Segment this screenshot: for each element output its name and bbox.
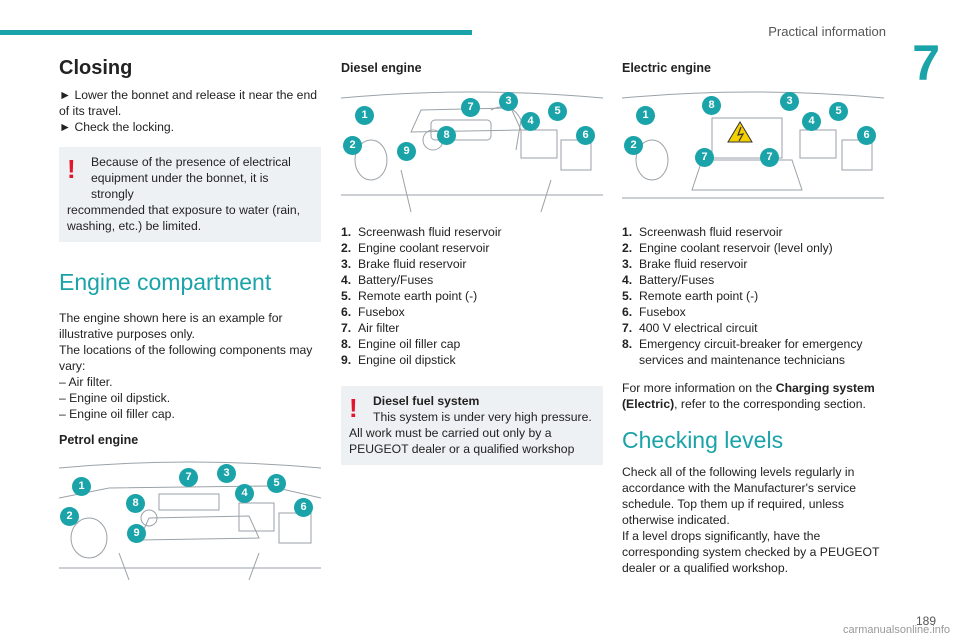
diesel-warning-box: ! Diesel fuel system This system is unde… [341,386,603,465]
watermark: carmanualsonline.info [842,624,950,636]
diesel-warning-line2: All work must be carried out only by a P… [349,426,575,456]
callout-9: 9 [397,142,416,161]
chapter-number: 7 [912,35,940,91]
checking-levels-p2: If a level drops significantly, have the… [622,529,880,575]
diesel-engine-title: Diesel engine [341,61,422,75]
callout-1: 1 [636,106,655,125]
callout-4: 4 [235,484,254,503]
engine-item-2: – Engine oil dipstick. [59,391,171,405]
callout-3: 3 [217,464,236,483]
checking-levels-p1: Check all of the following levels regula… [622,465,856,527]
legend-item: 7.Air filter [341,321,400,335]
callout-3: 3 [499,92,518,111]
column-right: Electric engine 1 2 3 4 5 6 7 7 8 1.Scre… [622,56,884,576]
electric-legend: 1.Screenwash fluid reservoir 2.Engine co… [622,224,884,368]
closing-step-2: ► Check the locking. [59,120,175,134]
callout-9: 9 [127,524,146,543]
callout-2: 2 [60,507,79,526]
legend-item: 8.Engine oil filler cap [341,337,461,351]
electric-engine-figure: 1 2 3 4 5 6 7 7 8 [622,90,884,212]
callout-7b: 7 [760,148,779,167]
callout-6: 6 [857,126,876,145]
engine-drawing [59,461,321,580]
legend-item: 1.Screenwash fluid reservoir [622,225,783,239]
legend-item: 9.Engine oil dipstick [341,353,456,367]
legend-item: 4.Battery/Fuses [341,273,434,287]
callout-8: 8 [702,96,721,115]
warning-exclamation-icon: ! [349,393,358,423]
warning-exclamation-icon: ! [67,154,76,184]
legend-item: 4.Battery/Fuses [622,273,715,287]
legend-item: 3.Brake fluid reservoir [341,257,467,271]
callout-8: 8 [437,126,456,145]
callout-7: 7 [179,468,198,487]
closing-title: Closing [59,57,133,79]
legend-item: 3.Brake fluid reservoir [622,257,748,271]
diesel-warning-heading: Diesel fuel system [373,394,480,408]
diesel-engine-figure: 1 2 3 4 5 6 7 8 9 [341,90,603,212]
callout-8: 8 [126,494,145,513]
callout-7: 7 [461,98,480,117]
petrol-engine-title: Petrol engine [59,433,139,447]
petrol-engine-figure: 1 2 3 4 5 6 7 8 9 [59,458,321,580]
engine-compartment-title: Engine compartment [59,269,272,295]
engine-drawing [622,91,884,199]
closing-warning-line2: recommended that exposure to water (rain… [67,203,301,233]
callout-4: 4 [802,112,821,131]
legend-item: 1.Screenwash fluid reservoir [341,225,502,239]
callout-6: 6 [294,498,313,517]
engine-item-3: – Engine oil filler cap. [59,407,175,421]
closing-warning-box: ! Because of the presence of electrical … [59,147,321,242]
closing-step-1: ► Lower the bonnet and release it near t… [59,88,318,118]
callout-1: 1 [72,477,91,496]
callout-5: 5 [548,102,567,121]
engine-intro-1: The engine shown here is an example for … [59,311,283,341]
callout-6: 6 [576,126,595,145]
callout-5: 5 [829,102,848,121]
legend-item: 8.Emergency circuit-breaker for emergenc… [622,337,863,367]
column-left: Closing ► Lower the bonnet and release i… [59,56,321,580]
callout-2: 2 [343,136,362,155]
diesel-legend: 1.Screenwash fluid reservoir 2.Engine co… [341,224,603,368]
checking-levels-title: Checking levels [622,427,784,453]
legend-item: 6.Fusebox [622,305,686,319]
engine-intro-2: The locations of the following component… [59,343,313,373]
callout-4: 4 [521,112,540,131]
legend-item: 6.Fusebox [341,305,405,319]
callout-2: 2 [624,136,643,155]
header-accent-bar [0,30,472,35]
engine-drawing [341,91,603,212]
callout-7a: 7 [695,148,714,167]
callout-5: 5 [267,474,286,493]
legend-item: 2.Engine coolant reservoir [341,241,490,255]
callout-1: 1 [355,106,374,125]
callout-3: 3 [780,92,799,111]
legend-item: 5.Remote earth point (-) [622,289,759,303]
electric-engine-title: Electric engine [622,61,711,75]
diesel-warning-line1: This system is under very high pressure. [373,410,592,424]
closing-warning-line1: Because of the presence of electrical eq… [91,155,291,201]
legend-item: 5.Remote earth point (-) [341,289,478,303]
electric-more-info: For more information on the Charging sys… [622,381,875,411]
column-middle: Diesel engine 1 2 3 4 5 6 7 8 9 1.Screen… [341,56,603,465]
header-title: Practical information [768,24,886,39]
page-number: 189 [915,614,936,628]
engine-item-1: – Air filter. [59,375,113,389]
legend-item: 2.Engine coolant reservoir (level only) [622,241,833,255]
legend-item: 7.400 V electrical circuit [622,321,758,335]
